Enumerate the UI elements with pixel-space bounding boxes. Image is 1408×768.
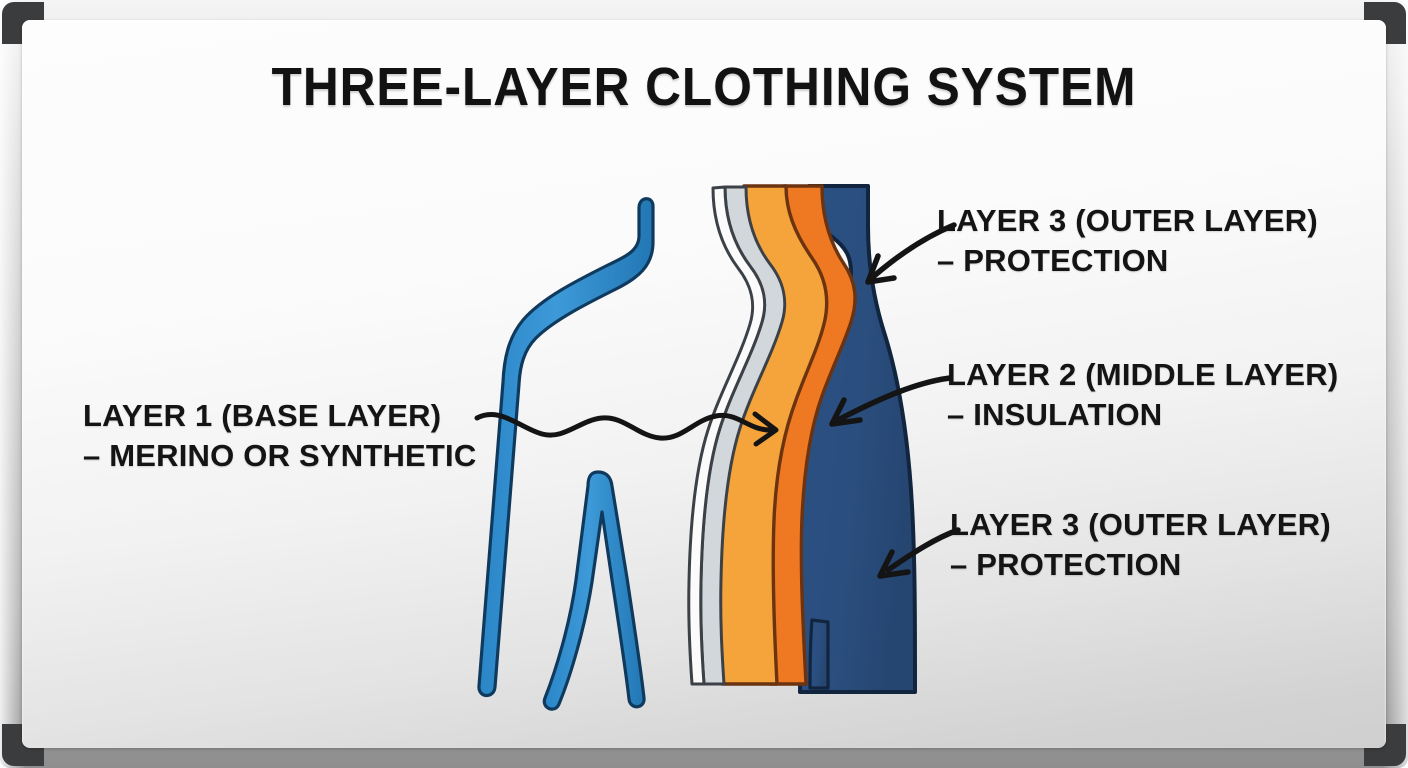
label-layer-3-bottom-line2: – PROTECTION bbox=[950, 547, 1182, 583]
label-layer-1: LAYER 1 (BASE LAYER) – MERINO OR SYNTHET… bbox=[83, 396, 476, 477]
label-layer-3-top: LAYER 3 (OUTER LAYER) – PROTECTION bbox=[937, 201, 1318, 282]
label-layer-2: LAYER 2 (MIDDLE LAYER) – INSULATION bbox=[947, 355, 1338, 436]
navy-leg-sliver bbox=[808, 618, 830, 690]
label-layer-1-line2: – MERINO OR SYNTHETIC bbox=[83, 438, 477, 474]
label-layer-2-line2: – INSULATION bbox=[947, 397, 1163, 433]
label-layer-3-top-line1: LAYER 3 (OUTER LAYER) bbox=[937, 203, 1318, 238]
label-layer-2-line1: LAYER 2 (MIDDLE LAYER) bbox=[947, 357, 1339, 392]
label-layer-3-bottom-line1: LAYER 3 (OUTER LAYER) bbox=[950, 507, 1331, 542]
arrow-to-middle-layer bbox=[829, 375, 953, 427]
label-layer-1-line1: LAYER 1 (BASE LAYER) bbox=[83, 398, 442, 433]
label-layer-3-top-line2: – PROTECTION bbox=[937, 243, 1169, 279]
label-layer-3-bottom: LAYER 3 (OUTER LAYER) – PROTECTION bbox=[950, 505, 1331, 586]
diagram-illustration bbox=[474, 184, 961, 711]
arrow-to-outer-layer-top bbox=[865, 222, 957, 285]
whiteboard-surface: THREE-LAYER CLOTHING SYSTEM bbox=[22, 20, 1386, 748]
annotation-arrows bbox=[474, 222, 961, 579]
figure-legs bbox=[542, 470, 646, 711]
body-outline-figure bbox=[477, 197, 655, 711]
figure-arm-shoulder bbox=[477, 197, 655, 698]
page-title: THREE-LAYER CLOTHING SYSTEM bbox=[271, 57, 1137, 117]
cross-section-torso bbox=[687, 184, 917, 694]
arrow-to-outer-layer-bottom bbox=[877, 527, 961, 579]
layer-base-inner bbox=[687, 185, 767, 686]
arrow-to-base-layer bbox=[474, 411, 779, 447]
